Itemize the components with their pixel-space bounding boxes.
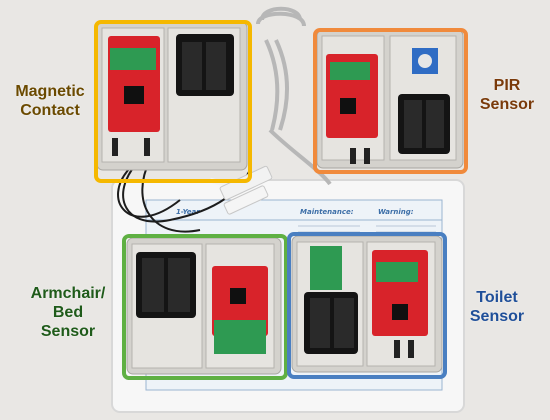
toilet-sensor-label-line-1: Toilet: [476, 289, 518, 306]
mat-heading-1: 1-Year: [176, 208, 200, 216]
armchair-bed-sensor-label-line-3: Sensor: [40, 323, 96, 340]
pir-sensor-label-line-1: PIR: [493, 77, 521, 94]
toilet-sensor-highlight: [287, 232, 447, 379]
pir-sensor-label: PIR Sensor: [470, 76, 544, 114]
magnet-piece: [223, 185, 269, 215]
pir-sensor-label-line-2: Sensor: [479, 96, 535, 113]
magnet-sensor-piece: [219, 165, 273, 201]
armchair-bed-sensor-label-line-2: Bed: [52, 304, 84, 321]
mat-heading-2: Maintenance:: [300, 208, 354, 216]
toilet-sensor-label-line-2: Sensor: [469, 308, 525, 325]
pir-sensor-highlight: [313, 28, 468, 174]
magnetic-contact-label-line-1: Magnetic: [15, 83, 85, 100]
mat-heading-3: Warning:: [378, 208, 414, 216]
coiled-cable: [256, 6, 332, 186]
armchair-bed-sensor-highlight: [122, 234, 288, 380]
toilet-sensor-label: Toilet Sensor: [454, 288, 540, 326]
magnetic-contact-highlight: [94, 20, 252, 183]
magnetic-contact-label-line-2: Contact: [20, 102, 80, 119]
armchair-bed-sensor-label: Armchair/ Bed Sensor: [20, 284, 116, 341]
armchair-bed-sensor-label-line-1: Armchair/: [30, 285, 106, 302]
magnetic-contact-label: Magnetic Contact: [6, 82, 94, 120]
